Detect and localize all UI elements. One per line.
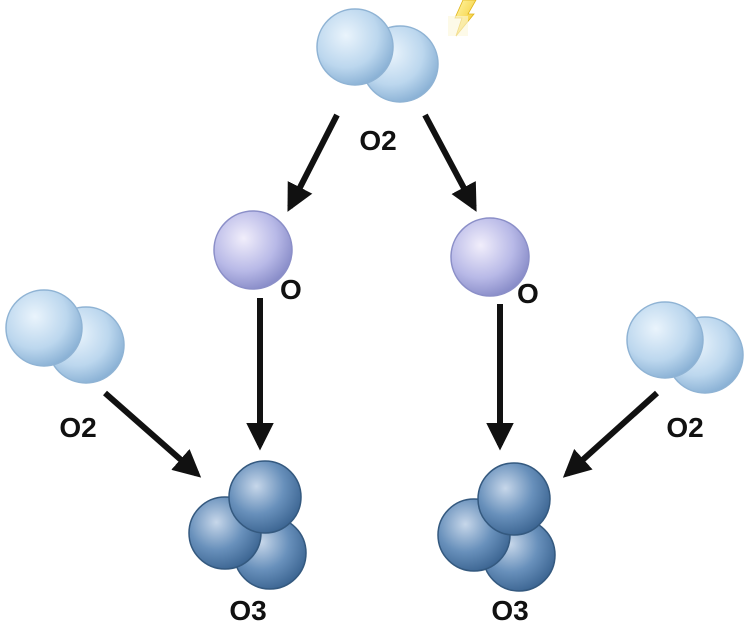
o-atom-right — [450, 217, 530, 297]
arrow-o2-to-right-o — [422, 113, 477, 212]
o2-label-left: O2 — [59, 412, 96, 443]
o-label-left: O — [280, 274, 302, 305]
o2-molecule-right — [626, 301, 744, 394]
arrow-o2-to-left-o — [287, 113, 340, 212]
o3-label-right: O3 — [491, 595, 528, 625]
lightning-bolt-icon — [448, 0, 477, 37]
o3-label-left: O3 — [229, 595, 266, 625]
arrow-right-o2-to-o3 — [562, 390, 660, 478]
o2-molecule-left — [5, 289, 125, 384]
o3-molecule-left — [188, 460, 307, 590]
o3-molecule-right — [437, 462, 556, 592]
o-atom-left — [213, 210, 293, 290]
o2-molecule-top — [316, 8, 439, 103]
arrow-left-o2-to-o3 — [103, 390, 202, 478]
o-label-right: O — [517, 278, 539, 309]
o2-label-top: O2 — [359, 125, 396, 156]
o2-label-right: O2 — [666, 412, 703, 443]
